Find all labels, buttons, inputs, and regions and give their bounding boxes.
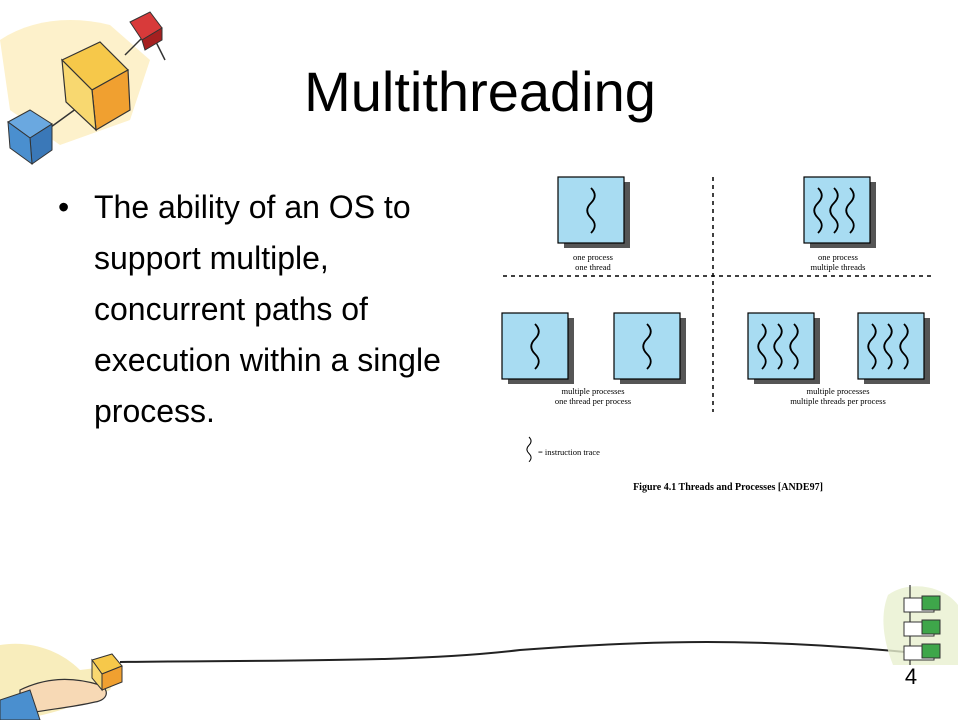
label-multiple-processes-multiple-threads: multiple processes multiple threads per …: [790, 386, 886, 406]
clipart-cubes-icon: [0, 11, 166, 166]
page-number: 4: [904, 664, 918, 689]
hand-holding-cube-icon: [0, 643, 123, 720]
green-blocks-icon: [883, 585, 958, 665]
label-one-process-one-thread: one process one thread: [573, 252, 613, 272]
label-one-process-multiple-threads: one process multiple threads: [810, 252, 866, 272]
bullet-text: The ability of an OS to support multiple…: [94, 189, 441, 429]
label-multiple-processes-one-thread: multiple processes one thread per proces…: [554, 386, 632, 406]
figure-diagram: [501, 176, 933, 463]
legend-instruction-trace: = instruction trace: [538, 447, 600, 457]
slide-title: Multithreading: [304, 60, 656, 123]
figure-caption: Figure 4.1 Threads and Processes [ANDE97…: [633, 482, 823, 493]
bottom-rope-line: [119, 641, 906, 663]
threads-processes-figure: one process one thread one process multi…: [498, 172, 938, 502]
bullet-dot-icon: •: [58, 189, 70, 225]
